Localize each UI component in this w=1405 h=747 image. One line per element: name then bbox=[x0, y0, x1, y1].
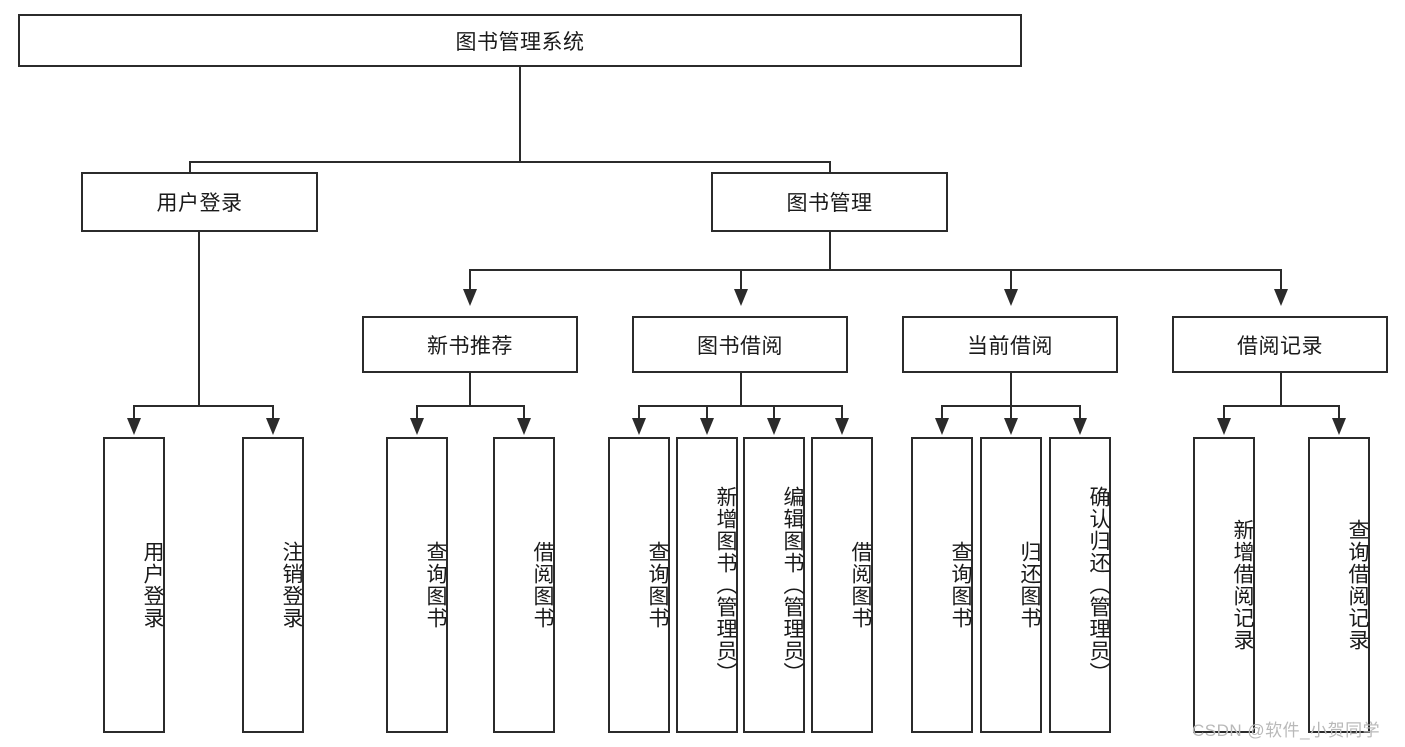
leaf-query-borrow-record[interactable]: 查询借阅记录 bbox=[1308, 437, 1370, 733]
connector-nbr-bar bbox=[416, 405, 524, 407]
arrowhead-leaf-logout-login bbox=[266, 418, 280, 435]
leaf-borrow-book-recommend[interactable]: 借阅图书 bbox=[493, 437, 555, 733]
csdn-watermark: CSDN @软件_小贺同学 bbox=[1192, 721, 1381, 740]
connector-cb-drop-3 bbox=[1079, 405, 1081, 420]
connector-br-bar bbox=[1223, 405, 1339, 407]
connector-br-stem bbox=[1280, 373, 1282, 406]
connector-bm-drop-3 bbox=[1010, 269, 1012, 291]
arrowhead-nbr-leaf-2 bbox=[517, 418, 531, 435]
connector-bb-stem bbox=[740, 373, 742, 406]
connector-user-login-drop-2 bbox=[272, 405, 274, 420]
node-new-book-recommend[interactable]: 新书推荐 bbox=[362, 316, 578, 373]
arrowhead-leaf-user-login bbox=[127, 418, 141, 435]
arrowhead-new-book-recommend bbox=[463, 289, 477, 306]
arrowhead-bb-leaf-2 bbox=[700, 418, 714, 435]
connector-bm-drop-4 bbox=[1280, 269, 1282, 291]
arrowhead-bb-leaf-4 bbox=[835, 418, 849, 435]
arrowhead-bb-leaf-3 bbox=[767, 418, 781, 435]
node-borrow-record[interactable]: 借阅记录 bbox=[1172, 316, 1388, 373]
node-book-management[interactable]: 图书管理 bbox=[711, 172, 948, 232]
connector-book-management-stem bbox=[829, 232, 831, 270]
connector-bb-drop-2 bbox=[706, 405, 708, 420]
connector-user-login-stem bbox=[198, 232, 200, 406]
arrowhead-br-leaf-1 bbox=[1217, 418, 1231, 435]
leaf-return-book[interactable]: 归还图书 bbox=[980, 437, 1042, 733]
arrowhead-br-leaf-2 bbox=[1332, 418, 1346, 435]
connector-user-login-drop-1 bbox=[133, 405, 135, 420]
connector-cb-stem bbox=[1010, 373, 1012, 406]
node-book-borrow[interactable]: 图书借阅 bbox=[632, 316, 848, 373]
connector-root-bar bbox=[189, 161, 831, 163]
connector-br-drop-2 bbox=[1338, 405, 1340, 420]
node-root-book-management-system[interactable]: 图书管理系统 bbox=[18, 14, 1022, 67]
leaf-logout-login[interactable]: 注销登录 bbox=[242, 437, 304, 733]
leaf-query-book-current[interactable]: 查询图书 bbox=[911, 437, 973, 733]
connector-nbr-stem bbox=[469, 373, 471, 406]
arrowhead-current-borrow bbox=[1004, 289, 1018, 306]
leaf-borrow-book[interactable]: 借阅图书 bbox=[811, 437, 873, 733]
connector-nbr-drop-2 bbox=[523, 405, 525, 420]
connector-bb-drop-3 bbox=[773, 405, 775, 420]
leaf-edit-book-admin[interactable]: 编辑图书（管理员） bbox=[743, 437, 805, 733]
arrowhead-borrow-record bbox=[1274, 289, 1288, 306]
connector-bb-drop-4 bbox=[841, 405, 843, 420]
connector-bm-drop-1 bbox=[469, 269, 471, 291]
connector-cb-drop-1 bbox=[941, 405, 943, 420]
connector-book-management-bar bbox=[469, 269, 1281, 271]
leaf-query-book-borrow[interactable]: 查询图书 bbox=[608, 437, 670, 733]
arrowhead-book-borrow bbox=[734, 289, 748, 306]
connector-nbr-drop-1 bbox=[416, 405, 418, 420]
connector-root-stem bbox=[519, 67, 521, 162]
connector-cb-drop-2 bbox=[1010, 405, 1012, 420]
connector-bb-bar bbox=[638, 405, 843, 407]
arrowhead-cb-leaf-3 bbox=[1073, 418, 1087, 435]
connector-bm-drop-2 bbox=[740, 269, 742, 291]
leaf-add-book-admin[interactable]: 新增图书（管理员） bbox=[676, 437, 738, 733]
leaf-confirm-return-admin[interactable]: 确认归还（管理员） bbox=[1049, 437, 1111, 733]
arrowhead-cb-leaf-2 bbox=[1004, 418, 1018, 435]
arrowhead-nbr-leaf-1 bbox=[410, 418, 424, 435]
arrowhead-cb-leaf-1 bbox=[935, 418, 949, 435]
connector-bb-drop-1 bbox=[638, 405, 640, 420]
leaf-add-borrow-record[interactable]: 新增借阅记录 bbox=[1193, 437, 1255, 733]
connector-user-login-bar bbox=[133, 405, 273, 407]
node-user-login[interactable]: 用户登录 bbox=[81, 172, 318, 232]
arrowhead-bb-leaf-1 bbox=[632, 418, 646, 435]
leaf-user-login[interactable]: 用户登录 bbox=[103, 437, 165, 733]
leaf-query-book-recommend[interactable]: 查询图书 bbox=[386, 437, 448, 733]
connector-br-drop-1 bbox=[1223, 405, 1225, 420]
node-current-borrow[interactable]: 当前借阅 bbox=[902, 316, 1118, 373]
